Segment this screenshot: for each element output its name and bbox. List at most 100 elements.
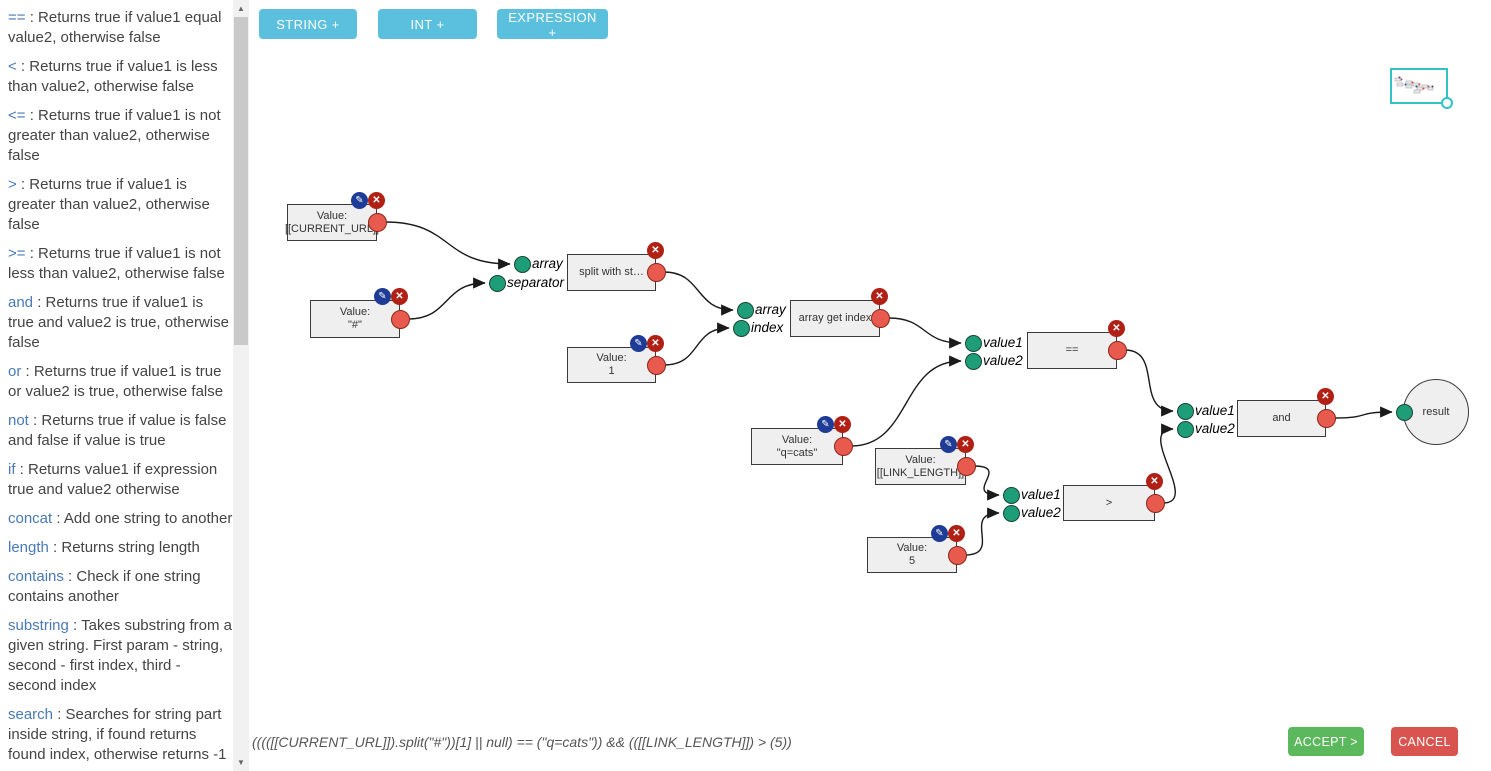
input-port-label: value1 xyxy=(1195,403,1235,418)
edit-icon[interactable]: ✎ xyxy=(817,416,834,433)
value-node[interactable]: Value:"#" xyxy=(310,300,400,338)
output-port[interactable] xyxy=(871,309,890,328)
scrollbar-thumb[interactable] xyxy=(234,17,248,345)
minimap-resize-handle[interactable] xyxy=(1441,97,1453,109)
scroll-down-icon[interactable]: ▼ xyxy=(233,754,249,771)
docs-sidebar: == : Returns true if value1 equal value2… xyxy=(0,0,233,771)
node-label: "#" xyxy=(348,319,362,331)
doc-entry: < : Returns true if value1 is less than … xyxy=(8,58,218,95)
operation-node[interactable]: split with st… xyxy=(567,254,656,291)
output-port[interactable] xyxy=(948,546,967,565)
output-port[interactable] xyxy=(834,437,853,456)
delete-icon[interactable]: ✕ xyxy=(871,288,888,305)
output-port[interactable] xyxy=(1317,409,1336,428)
input-port[interactable] xyxy=(514,256,531,273)
edit-icon[interactable]: ✎ xyxy=(931,525,948,542)
input-port[interactable] xyxy=(737,302,754,319)
operation-node[interactable]: > xyxy=(1063,485,1155,521)
delete-icon[interactable]: ✕ xyxy=(368,192,385,209)
output-port[interactable] xyxy=(957,457,976,476)
input-port[interactable] xyxy=(1177,421,1194,438)
sidebar-scrollbar[interactable]: ▲ ▼ xyxy=(233,0,249,771)
node-label: == xyxy=(1065,344,1079,356)
node-label: 5 xyxy=(908,555,916,567)
doc-term: length xyxy=(8,539,49,556)
doc-entry: > : Returns true if value1 is greater th… xyxy=(8,176,210,233)
doc-entry: and : Returns true if value1 is true and… xyxy=(8,294,229,351)
delete-icon[interactable]: ✕ xyxy=(957,436,974,453)
doc-term: >= xyxy=(8,245,26,262)
doc-entry: if : Returns value1 if expression true a… xyxy=(8,461,218,498)
input-port[interactable] xyxy=(1003,487,1020,504)
doc-entry: == : Returns true if value1 equal value2… xyxy=(8,9,222,46)
output-port[interactable] xyxy=(647,263,666,282)
node-label: Value: xyxy=(896,542,928,554)
edit-icon[interactable]: ✎ xyxy=(374,288,391,305)
output-port[interactable] xyxy=(647,356,666,375)
add-expression-button[interactable]: EXPRESSION + xyxy=(497,9,608,40)
input-port[interactable] xyxy=(733,320,750,337)
doc-term: <= xyxy=(8,107,26,124)
input-port[interactable] xyxy=(965,353,982,370)
node-label: Value: xyxy=(781,433,813,446)
accept-button[interactable]: ACCEPT > xyxy=(1288,727,1364,756)
edge xyxy=(384,221,511,270)
doc-term: or xyxy=(8,363,22,380)
delete-icon[interactable]: ✕ xyxy=(647,335,664,352)
value-node[interactable]: Value:[[CURRENT_URL]] xyxy=(285,204,379,241)
delete-icon[interactable]: ✕ xyxy=(1317,388,1334,405)
doc-entry: or : Returns true if value1 is true or v… xyxy=(8,363,224,400)
operation-node[interactable]: and xyxy=(1237,400,1326,437)
value-node[interactable]: Value:5 xyxy=(867,537,957,573)
output-port[interactable] xyxy=(1108,341,1127,360)
expression-preview: (((([[CURRENT_URL]]).split("#"))[1] || n… xyxy=(252,734,792,750)
doc-entry: >= : Returns true if value1 is not less … xyxy=(8,245,225,282)
delete-icon[interactable]: ✕ xyxy=(948,525,965,542)
doc-term: contains xyxy=(8,568,64,585)
doc-term: == xyxy=(8,9,26,26)
input-port[interactable] xyxy=(1396,404,1413,421)
input-port-label: value2 xyxy=(1195,421,1235,436)
add-int-button[interactable]: INT + xyxy=(378,9,477,39)
operation-node[interactable]: == xyxy=(1027,332,1117,369)
node-label: result xyxy=(1422,405,1450,418)
scroll-up-icon[interactable]: ▲ xyxy=(233,0,249,17)
edit-icon[interactable]: ✎ xyxy=(351,192,368,209)
input-port[interactable] xyxy=(1003,505,1020,522)
delete-icon[interactable]: ✕ xyxy=(834,416,851,433)
add-string-button[interactable]: STRING + xyxy=(259,9,357,39)
edge xyxy=(973,465,1000,501)
delete-icon[interactable]: ✕ xyxy=(391,288,408,305)
input-port-label: separator xyxy=(507,275,565,290)
value-node[interactable]: Value:1 xyxy=(567,347,656,383)
delete-icon[interactable]: ✕ xyxy=(647,242,664,259)
edit-icon[interactable]: ✎ xyxy=(940,436,957,453)
output-port[interactable] xyxy=(1146,494,1165,513)
value-node[interactable]: Value:"q=cats" xyxy=(751,428,843,465)
doc-entry: contains : Check if one string contains … xyxy=(8,568,201,605)
doc-term: < xyxy=(8,58,17,75)
delete-icon[interactable]: ✕ xyxy=(1146,473,1163,490)
doc-term: search xyxy=(8,706,54,723)
cancel-button[interactable]: CANCEL xyxy=(1391,727,1458,756)
result-node[interactable]: result xyxy=(1403,379,1469,445)
value-node[interactable]: Value:[[LINK_LENGTH]] xyxy=(875,448,966,485)
doc-entry: not : Returns true if value is false and… xyxy=(8,412,227,449)
output-port[interactable] xyxy=(368,213,387,232)
output-port[interactable] xyxy=(391,310,410,329)
node-label: [[LINK_LENGTH]] xyxy=(876,466,965,479)
input-port[interactable] xyxy=(489,275,506,292)
input-port-label: index xyxy=(751,320,784,335)
input-port[interactable] xyxy=(1177,403,1194,420)
edit-icon[interactable]: ✎ xyxy=(630,335,647,352)
delete-icon[interactable]: ✕ xyxy=(1108,320,1125,337)
minimap[interactable] xyxy=(1390,68,1453,109)
doc-term: concat xyxy=(8,510,53,527)
node-label: and xyxy=(1272,412,1291,424)
doc-term: and xyxy=(8,294,34,311)
edge xyxy=(663,322,730,366)
doc-term: if xyxy=(8,461,16,478)
input-port[interactable] xyxy=(965,335,982,352)
minimap-thumbnail xyxy=(1394,76,1434,94)
operation-node[interactable]: array get index xyxy=(790,300,880,337)
